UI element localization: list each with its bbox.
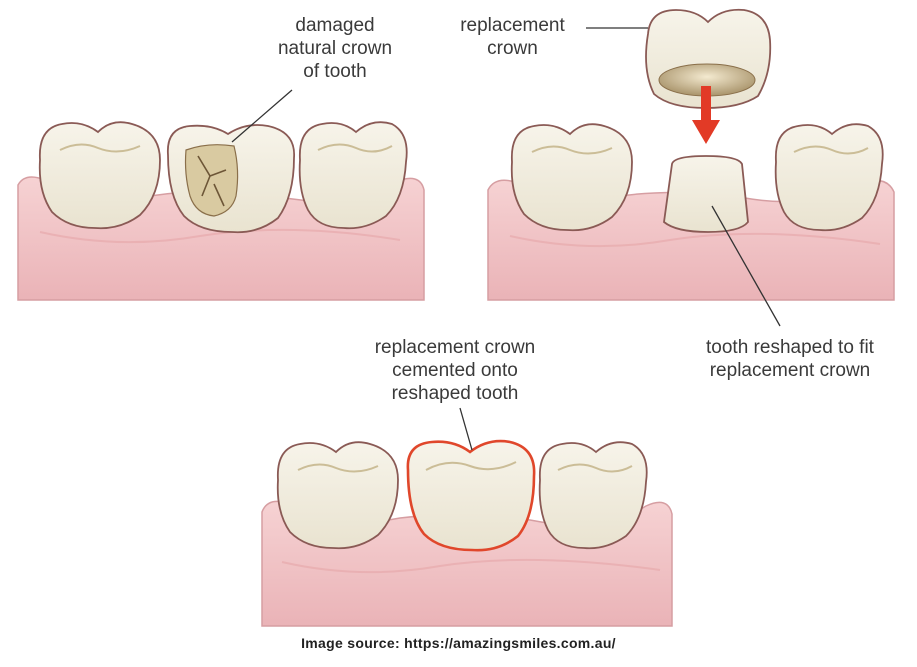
label-cemented-crown: replacement crown cemented onto reshaped… [374, 337, 536, 404]
label-replacement-crown: replacement crown [460, 15, 565, 59]
cemented-scene [261, 439, 673, 627]
molar-bottom-3 [538, 441, 648, 550]
down-arrow-icon [692, 86, 720, 144]
leader-lines [231, 27, 781, 451]
reshaped-tooth [663, 155, 749, 233]
leader-cemented [459, 407, 473, 451]
damaged-tooth-scene [17, 121, 425, 301]
reshape-scene [487, 8, 895, 301]
molar-left-3 [298, 121, 408, 230]
image-source-credit: Image source: https://amazingsmiles.com.… [301, 635, 616, 651]
crowned-tooth [406, 439, 536, 552]
molar-left-1 [38, 121, 161, 230]
molar-bottom-1 [276, 441, 399, 550]
leader-damaged [231, 89, 293, 143]
label-tooth-reshaped: tooth reshaped to fit replacement crown [706, 337, 874, 381]
molar-right-1 [510, 123, 633, 232]
leader-reshaped [711, 205, 781, 327]
label-damaged-crown: damaged natural crown of tooth [277, 15, 393, 82]
damaged-area [184, 144, 239, 217]
molar-right-3 [774, 123, 884, 232]
